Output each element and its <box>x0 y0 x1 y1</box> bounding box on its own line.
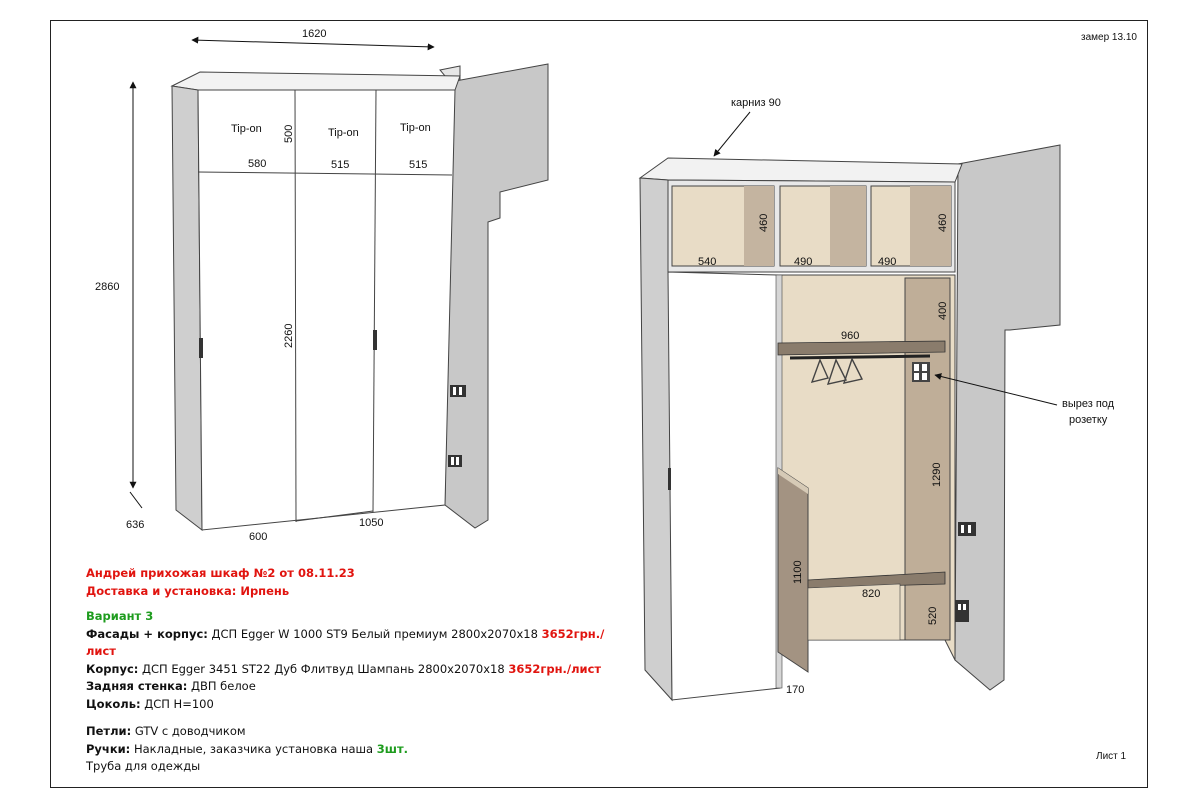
spec-variant: Вариант 3 <box>86 609 154 623</box>
spec-plinth: Цоколь: ДСП Н=100 <box>86 696 214 711</box>
dim-top-w2: 515 <box>331 159 349 171</box>
socket-note-line2: розетку <box>1069 414 1108 426</box>
right-socket-icon <box>955 600 969 622</box>
right-door <box>667 271 781 701</box>
tipon-label-3: Tip-on <box>400 122 431 134</box>
dim-top-w3: 515 <box>409 159 427 171</box>
specification-block: Андрей прихожая шкаф №2 от 08.11.23 Дост… <box>86 565 626 776</box>
dim-bottom-h: 520 <box>927 607 939 625</box>
left-socket-icon <box>450 385 466 397</box>
left-wall <box>444 63 549 529</box>
dim-top-h2: 460 <box>937 214 949 232</box>
left-socket-icon <box>448 455 462 467</box>
spec-back: Задняя стенка: ДВП белое <box>86 679 256 693</box>
left-wardrobe-view: 1620 2860 636 2260 500 580 515 515 600 1… <box>95 28 549 543</box>
dim-bottom-right: 1050 <box>359 517 383 529</box>
dim-shelf3: 490 <box>878 256 896 268</box>
dim-depth: 636 <box>126 519 144 531</box>
left-front <box>197 89 456 531</box>
dim-low-h: 1100 <box>792 560 804 584</box>
dim-height-total: 2860 <box>95 281 119 293</box>
cornice-label: карниз 90 <box>731 97 781 109</box>
dim-top-height: 500 <box>283 125 295 143</box>
spec-body: Корпус: ДСП Egger 3451 ST22 Дуб Флитвуд … <box>86 661 602 676</box>
dim-width-top: 1620 <box>302 28 326 40</box>
dim-upper-h: 400 <box>937 302 949 320</box>
dim-bottom-left: 600 <box>249 531 267 543</box>
right-side-panel <box>639 177 673 702</box>
right-socket-icon <box>958 522 976 536</box>
right-cornice <box>638 157 963 183</box>
spec-facades: Фасады + корпус: ДСП Egger W 1000 ST9 Бе… <box>86 626 605 659</box>
dim-shelf1: 540 <box>698 256 716 268</box>
dim-top-h1: 460 <box>758 214 770 232</box>
dim-top-w1: 580 <box>248 158 266 170</box>
dim-rod-width: 960 <box>841 330 859 342</box>
right-wardrobe-view: карниз 90 вырез под розетку 540 490 490 … <box>638 97 1115 702</box>
tipon-label-2: Tip-on <box>328 127 359 139</box>
right-wall <box>954 144 1061 691</box>
left-cornice <box>170 71 461 91</box>
dim-side-depth: 170 <box>786 684 804 696</box>
dim-bottom-w: 820 <box>862 588 880 600</box>
sheet-number: Лист 1 <box>1096 751 1127 762</box>
hanger-icon <box>810 357 864 385</box>
dim-shelf2: 490 <box>794 256 812 268</box>
spec-title: Андрей прихожая шкаф №2 от 08.11.23 <box>86 566 355 580</box>
left-side-panel <box>171 85 203 532</box>
dim-mid-h: 1290 <box>931 463 943 487</box>
spec-delivery: Доставка и установка: Ирпень <box>86 583 290 598</box>
measure-date: замер 13.10 <box>1081 32 1137 43</box>
dim-door-height: 2260 <box>283 324 295 348</box>
spec-pipe: Труба для одежды <box>86 759 201 773</box>
socket-note-line1: вырез под <box>1062 398 1115 410</box>
spec-handles: Ручки: Накладные, заказчика установка на… <box>86 741 409 756</box>
tipon-label-1: Tip-on <box>231 123 262 135</box>
spec-hinges: Петли: GTV с доводчиком <box>86 724 246 738</box>
